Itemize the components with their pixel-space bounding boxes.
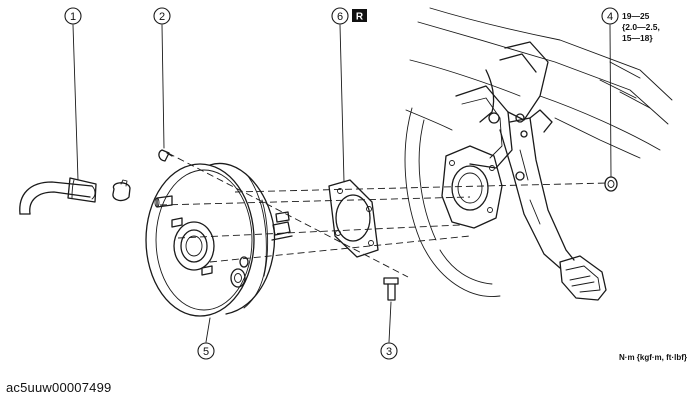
nut [604, 176, 618, 192]
svg-text:4: 4 [607, 11, 613, 23]
callout-2: 2 [153, 7, 171, 25]
torque-spec: 19—25 {2.0—2.5, 15—18} [622, 11, 660, 43]
callout-5: 5 [197, 342, 215, 360]
brake-booster [145, 162, 293, 317]
callout-1: 1 [64, 7, 82, 25]
callout-4: 4 [601, 7, 619, 25]
gasket [328, 179, 379, 258]
callout-3: 3 [380, 342, 398, 360]
orientation-badge: R [352, 9, 367, 23]
svg-text:6: 6 [337, 11, 343, 23]
clevis-clip [158, 149, 173, 162]
leader-lines [72, 24, 612, 343]
svg-text:1: 1 [70, 11, 76, 23]
torque-line-2: {2.0—2.5, [622, 22, 660, 32]
svg-text:3: 3 [386, 346, 392, 358]
bolt [383, 277, 399, 301]
torque-line-1: 19—25 [622, 11, 650, 21]
pedal-assembly [404, 7, 673, 301]
torque-line-3: 15—18} [622, 33, 653, 43]
callout-6: 6 [331, 7, 349, 25]
hose-clamp [112, 179, 131, 202]
svg-text:2: 2 [159, 11, 165, 23]
svg-text:5: 5 [203, 346, 209, 358]
figure-id: ac5uuw00007499 [6, 380, 112, 395]
units-note: N·m {kgf·m, ft·lbf} [619, 353, 687, 362]
vacuum-hose [19, 177, 97, 215]
svg-text:R: R [356, 12, 364, 23]
alignment-lines [159, 152, 609, 278]
